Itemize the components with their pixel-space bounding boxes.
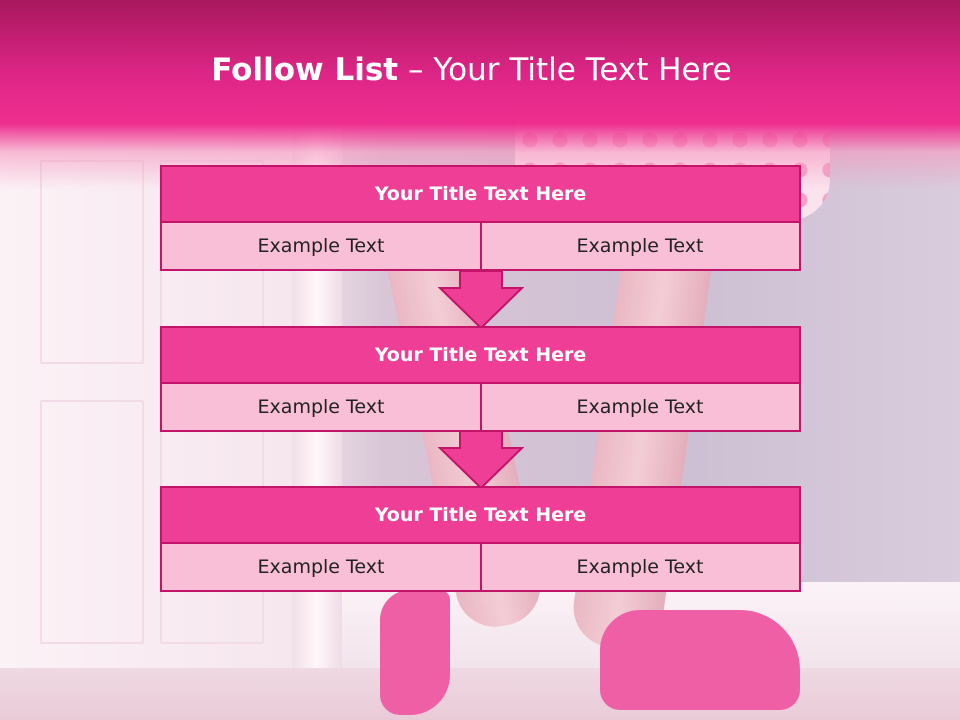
step-cell-left: Example Text [162, 544, 482, 590]
step-title: Your Title Text Here [162, 167, 799, 223]
step-title: Your Title Text Here [162, 488, 799, 544]
title-rest: – Your Title Text Here [398, 52, 732, 88]
floor [0, 668, 960, 720]
step-title: Your Title Text Here [162, 328, 799, 384]
header-band [0, 0, 960, 190]
door-panel [40, 160, 144, 364]
door-panel [40, 400, 144, 644]
pink-shoe [600, 610, 800, 710]
step-cell-right: Example Text [576, 235, 704, 257]
step-block: Your Title Text Here Example Text Exampl… [160, 326, 801, 432]
down-arrow-icon [438, 270, 524, 330]
step-cell-left: Example Text [162, 384, 482, 430]
step-block: Your Title Text Here Example Text Exampl… [160, 165, 801, 271]
pink-shoe [380, 590, 450, 715]
down-arrow-icon [438, 430, 524, 490]
step-cell-right: Example Text [576, 556, 704, 578]
step-cell-left: Example Text [162, 223, 482, 269]
slide-title: Follow List – Your Title Text Here [0, 52, 943, 88]
step-cell-right: Example Text [576, 396, 704, 418]
title-bold: Follow List [211, 52, 399, 88]
step-block: Your Title Text Here Example Text Exampl… [160, 486, 801, 592]
